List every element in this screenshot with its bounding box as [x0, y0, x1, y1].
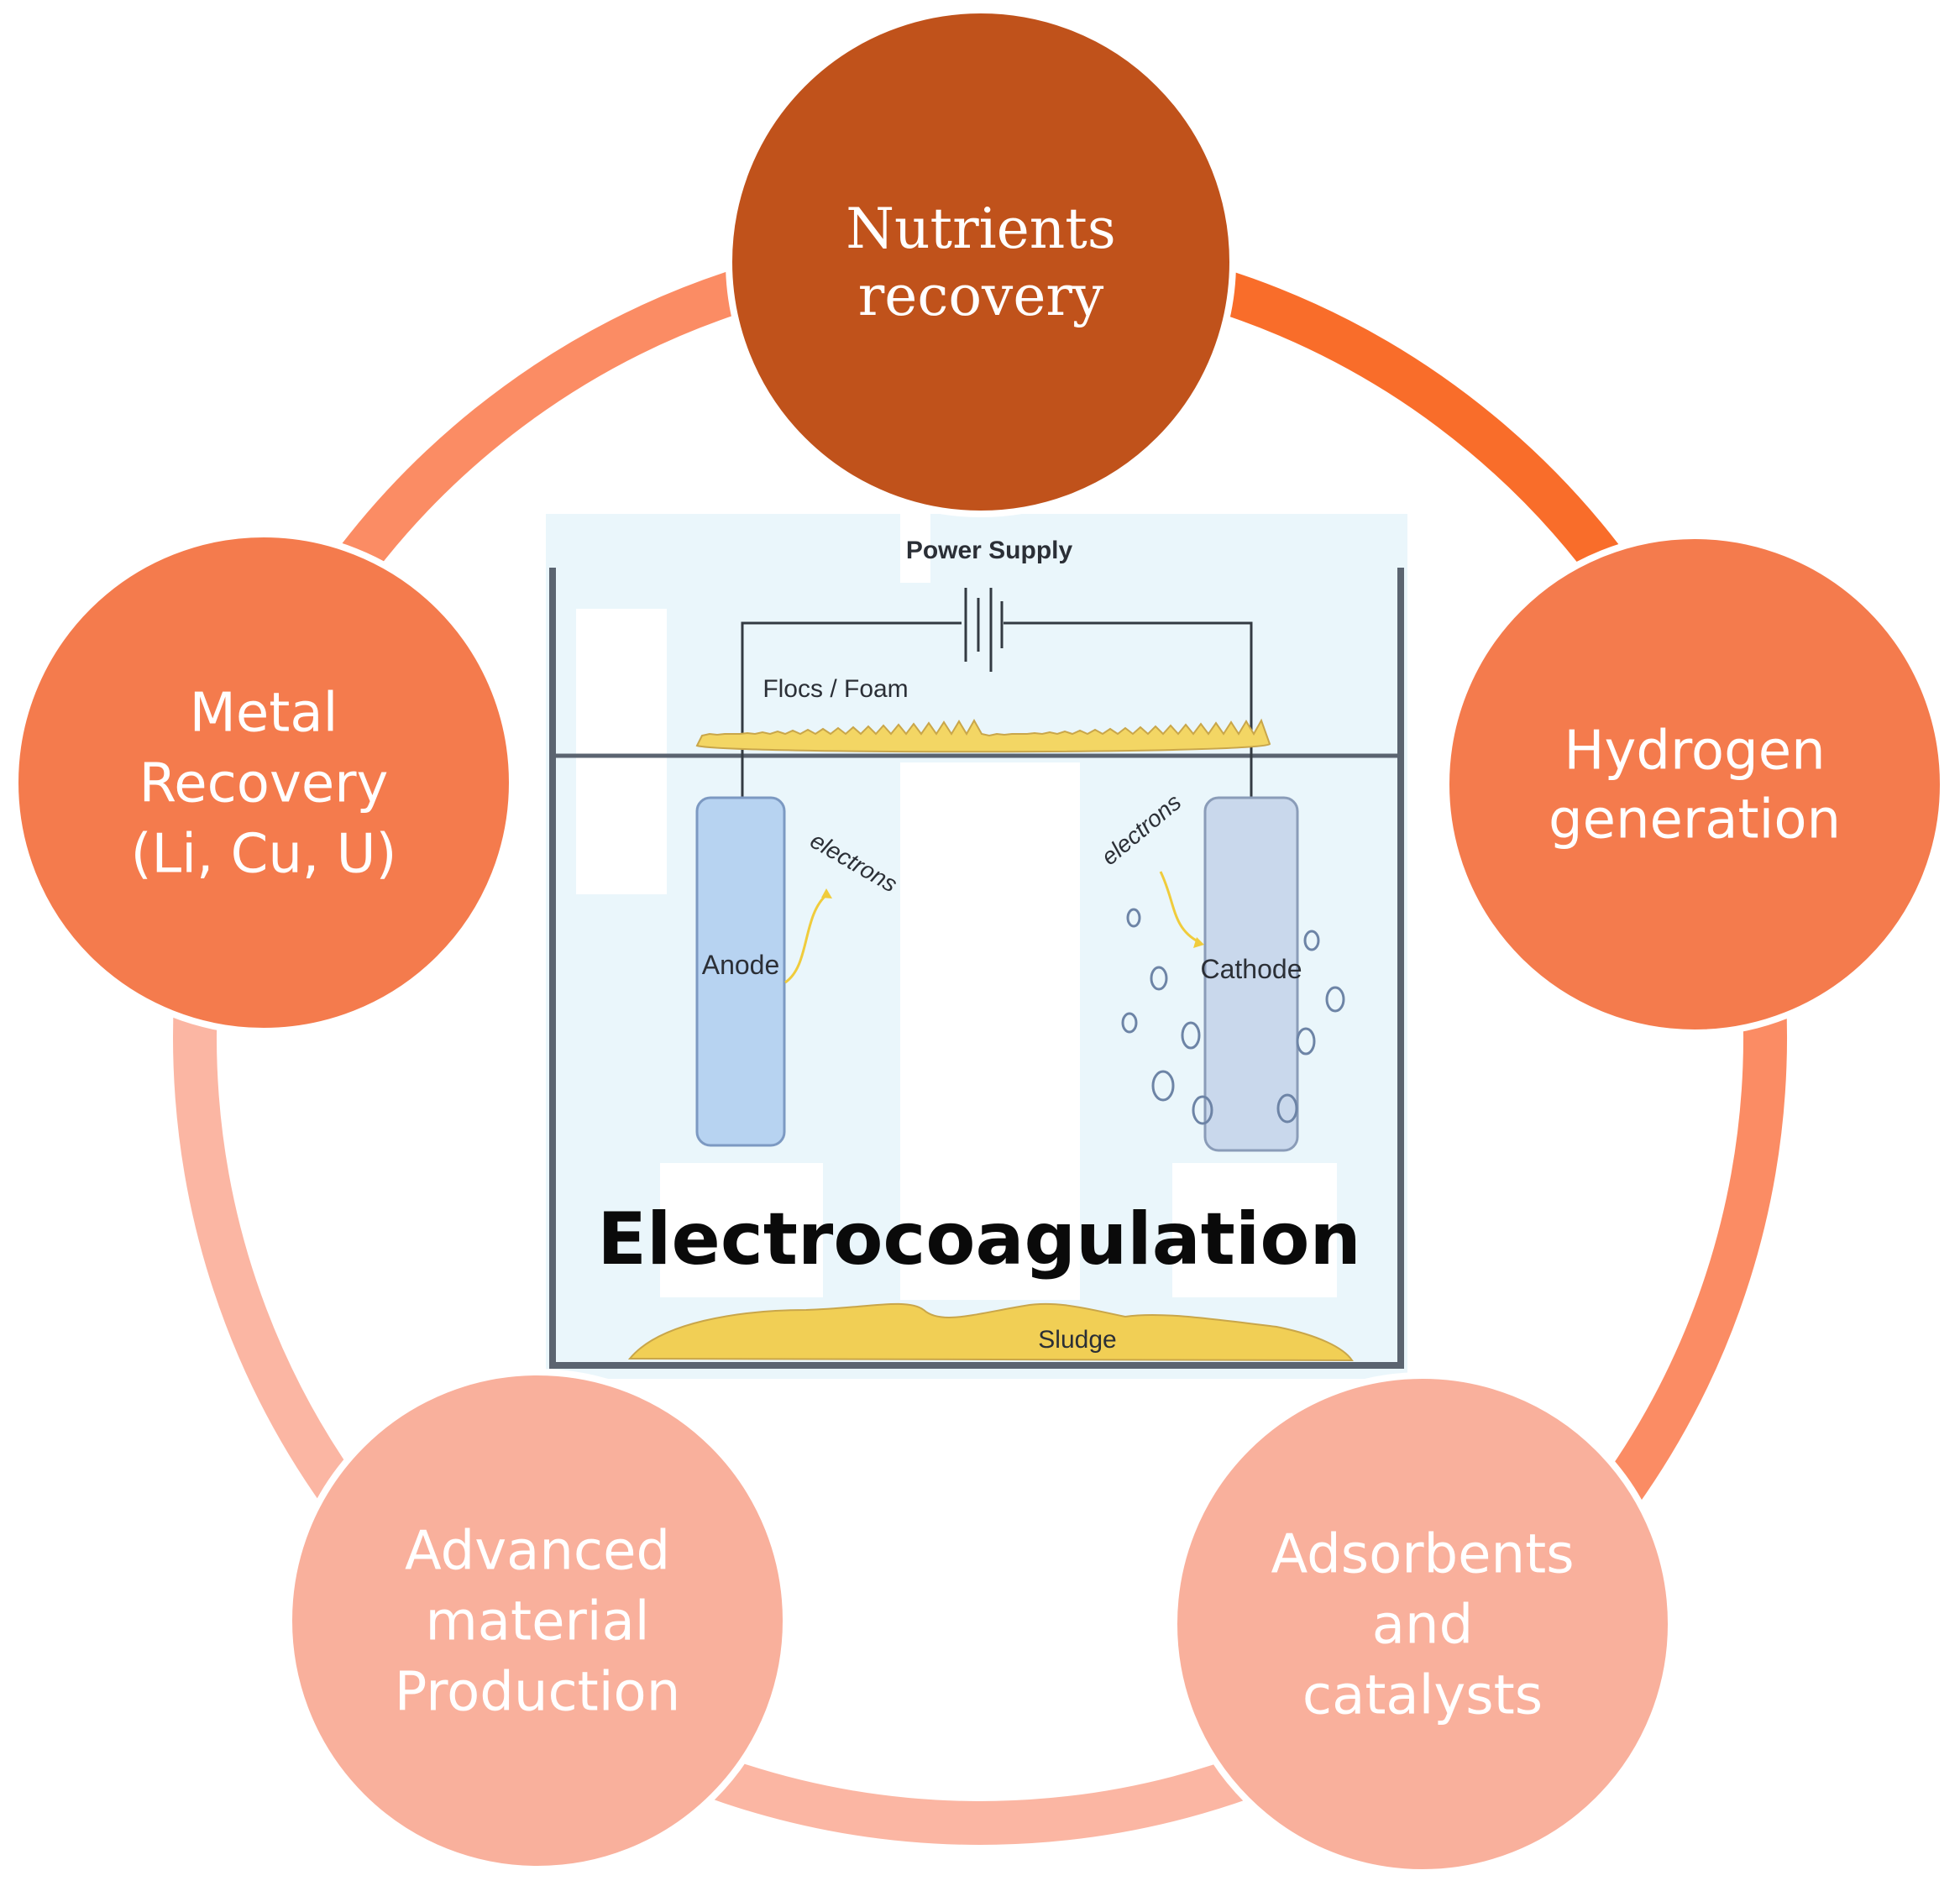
node-hydrogen-circle: [1443, 532, 1947, 1036]
node-metal-label-line: Metal: [190, 682, 338, 744]
flocs-foam-layer: [695, 718, 1271, 753]
node-nutrients-label-line: Nutrients: [846, 196, 1115, 261]
white-patch: [576, 609, 667, 894]
flocs-label: Flocs / Foam: [763, 675, 908, 703]
sludge-label: Sludge: [1038, 1326, 1116, 1354]
gas-bubbles: [1121, 908, 1345, 1125]
white-patch: [900, 762, 1080, 1300]
bubble: [1325, 986, 1345, 1013]
anode-electrode: [695, 796, 786, 1147]
sludge-layer: [627, 1302, 1354, 1362]
bubble: [1303, 930, 1320, 951]
node-metal-label-line: (Li, Cu, U): [131, 823, 397, 885]
node-hydrogen-label-line: generation: [1549, 788, 1841, 851]
power-supply-label: Power Supply: [906, 537, 1073, 564]
bubble: [1126, 908, 1141, 928]
bubble: [1151, 1070, 1175, 1102]
anode-label: Anode: [702, 950, 780, 980]
node-advanced-circle: [286, 1369, 789, 1873]
node-hydrogen-label-line: Hydrogen: [1564, 720, 1825, 782]
node-adsorbents-label-line: catalysts: [1302, 1664, 1543, 1726]
node-adsorbents-catalysts: Adsorbents and catalysts: [1171, 1372, 1674, 1876]
electrocoagulation-cell: Power Supply Flocs / Foam Anode Cathode …: [546, 514, 1407, 1379]
node-metal-circle: [12, 531, 516, 1035]
white-patch: [900, 514, 930, 583]
electron-arrow-right-head: [1193, 937, 1204, 948]
bubble: [1276, 1093, 1298, 1124]
node-nutrients-label-line: recovery: [858, 264, 1104, 328]
cell-title: Electrocoagulation: [597, 1197, 1360, 1281]
node-adsorbents-label-line: Adsorbents: [1271, 1523, 1574, 1585]
node-nutrients-circle: [726, 7, 1236, 517]
bubble: [1181, 1021, 1201, 1050]
node-adsorbents-circle: [1171, 1372, 1674, 1876]
bubble: [1296, 1027, 1316, 1056]
node-advanced-label-line: Production: [395, 1661, 681, 1723]
electron-arrow-right: [1159, 871, 1200, 944]
node-adsorbents-label-line: and: [1372, 1594, 1473, 1656]
node-advanced-label-line: material: [425, 1590, 649, 1653]
node-adsorbents-label: Adsorbents and catalysts: [1271, 1523, 1574, 1726]
cathode-label: Cathode: [1201, 954, 1302, 984]
bubble: [1121, 1012, 1138, 1034]
white-patch: [1172, 1163, 1337, 1297]
electron-arrow-left-head: [821, 888, 832, 898]
bubble: [1192, 1095, 1213, 1125]
electron-arrow-left: [784, 893, 828, 984]
node-metal-label-line: Recovery: [139, 752, 389, 815]
node-advanced-label-line: Advanced: [405, 1520, 670, 1582]
bubble: [1150, 966, 1168, 991]
white-patch: [660, 1163, 823, 1297]
cathode-electrode: [1203, 796, 1299, 1152]
